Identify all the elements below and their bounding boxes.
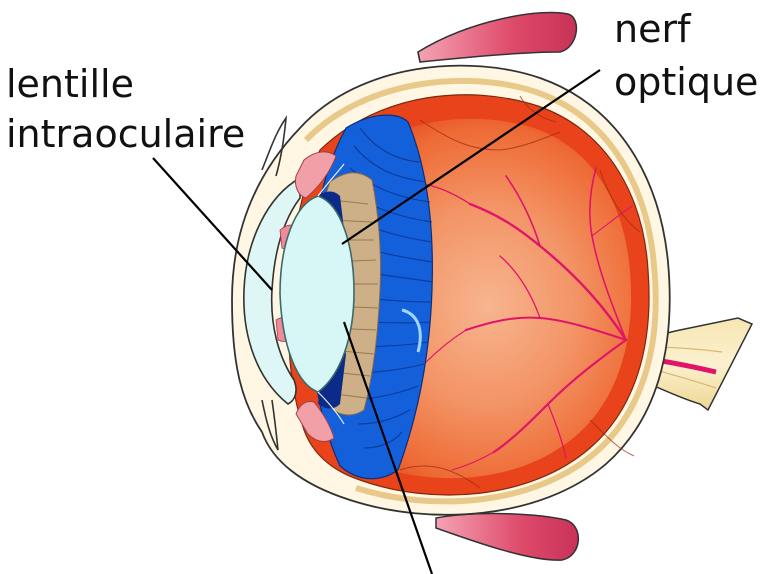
superior-muscle bbox=[418, 13, 576, 62]
label-lens-line2: intraoculaire bbox=[6, 112, 245, 156]
label-nerve-line2: optique bbox=[614, 60, 758, 104]
inferior-muscle bbox=[436, 514, 578, 561]
label-nerve-line1: nerf bbox=[614, 7, 692, 51]
label-lens-line1: lentille bbox=[6, 62, 134, 106]
